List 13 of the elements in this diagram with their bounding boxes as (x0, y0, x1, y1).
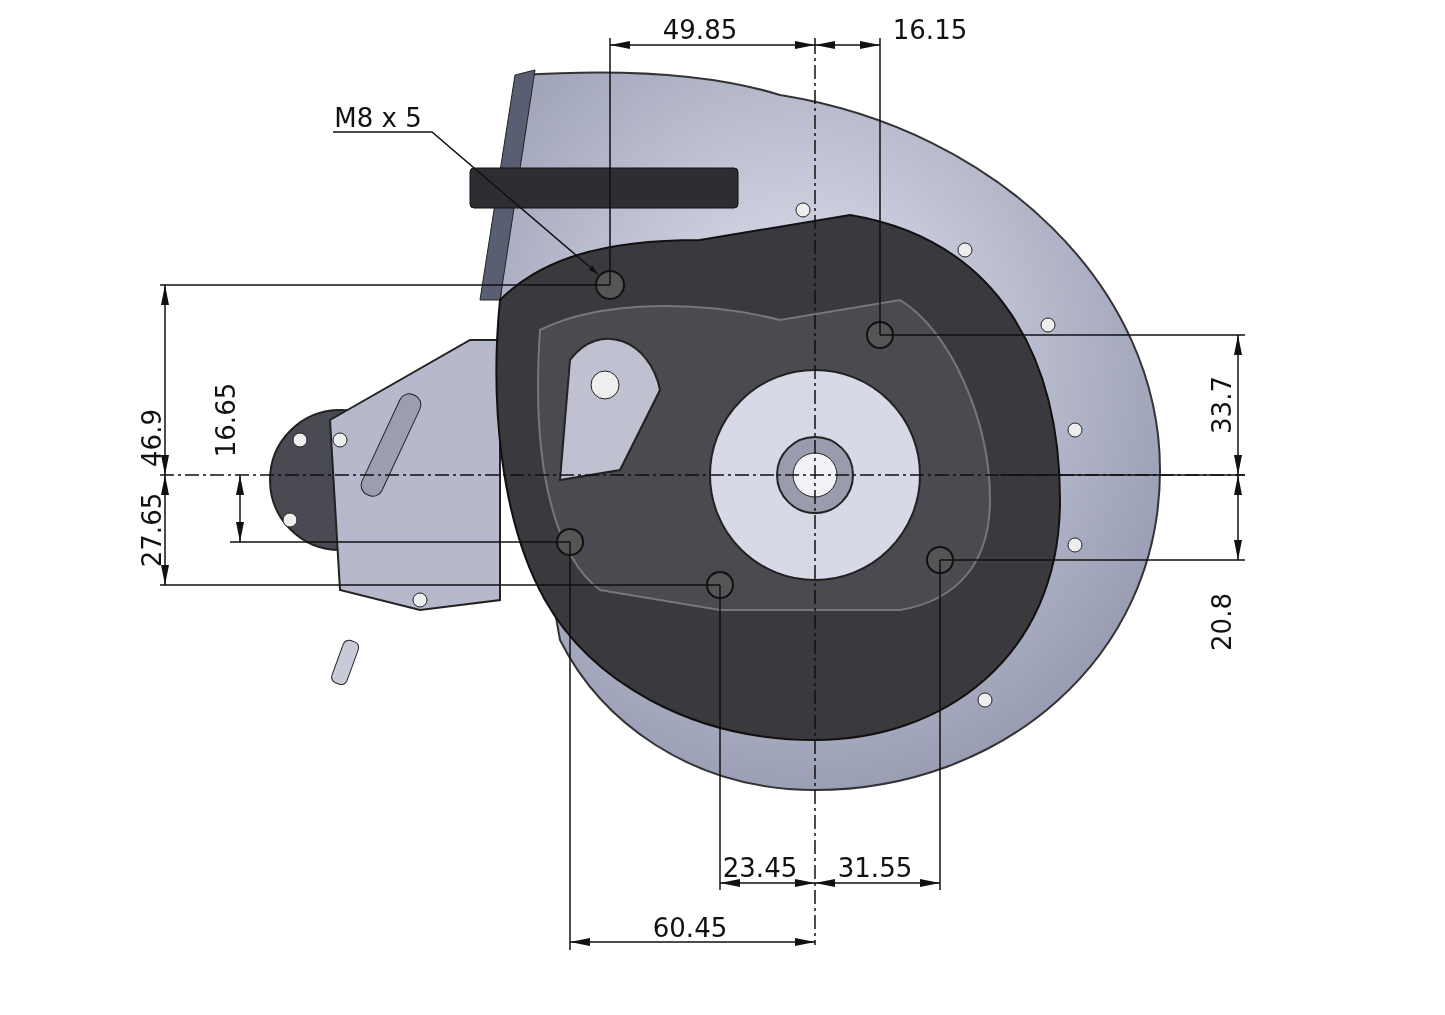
dimension-value: 23.45 (722, 854, 798, 882)
dimension-value: 46.9 (138, 409, 166, 467)
dimension-value: 27.65 (138, 492, 166, 568)
bolt-hole (595, 270, 625, 300)
dimension-value: 60.45 (652, 914, 728, 942)
dimension-value: 49.85 (662, 16, 738, 44)
callout-text: M8 x 5 (334, 104, 422, 132)
dimension-value: 16.65 (212, 382, 240, 458)
leader-line (332, 131, 599, 275)
dimension-value: 33.7 (1208, 376, 1236, 434)
dimension-value: 16.15 (892, 16, 968, 44)
dimension-value: 31.55 (837, 854, 913, 882)
dimension-value: 20.8 (1208, 593, 1236, 651)
